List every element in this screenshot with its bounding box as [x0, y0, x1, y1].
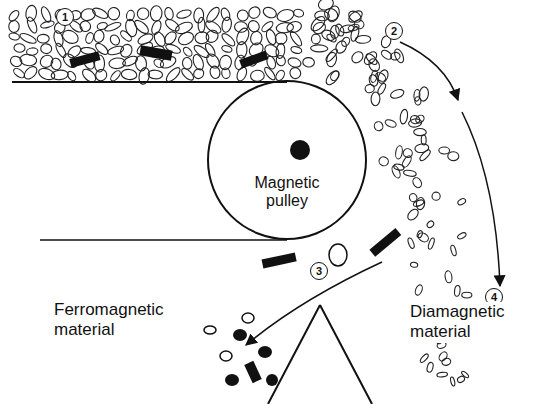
flow-arrow — [246, 262, 382, 345]
pulley-axle — [290, 140, 310, 160]
belt-top — [12, 81, 287, 83]
flow-arrow — [462, 112, 500, 286]
bulk-material — [7, 0, 472, 386]
callout-number: 2 — [385, 22, 403, 40]
belt-bottom — [40, 239, 287, 241]
pulley-label: Magnetic pulley — [209, 174, 365, 211]
callout-number: 1 — [56, 8, 74, 26]
material-label: Ferromagnetic material — [52, 300, 184, 341]
splitter — [268, 305, 372, 404]
magnetic-pulley: Magnetic pulley — [207, 80, 367, 240]
material-label: Diamagnetic material — [408, 302, 524, 343]
callout-number: 3 — [310, 262, 328, 280]
flow-arrow — [400, 42, 458, 100]
